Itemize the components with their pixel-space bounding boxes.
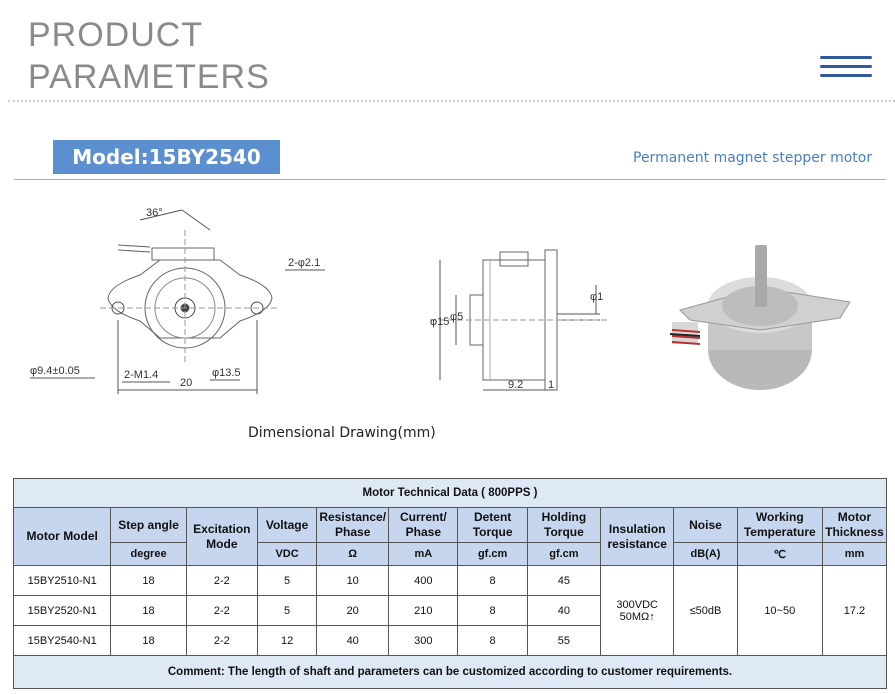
table-row: 15BY2510-N1 18 2-2 5 10 400 8 45 300VDC …: [12, 565, 888, 656]
cell-detent: 8: [457, 595, 528, 626]
cell-step: 18: [110, 625, 187, 656]
table-header-row: Motor Model Step angle Excitation Mode V…: [12, 507, 888, 566]
table-banner-row: Motor Technical Data ( 800PPS ): [13, 478, 887, 508]
cell-step: 18: [110, 595, 187, 626]
table-units-row: degree VDC Ω mA gf.cm gf.cm dB(A) ℃ mm: [14, 542, 888, 566]
side-shaft-label: φ1: [590, 291, 603, 303]
cell-excitation: 2-2: [185, 565, 258, 596]
unit-voltage: VDC: [256, 542, 318, 566]
drawing-caption: Dimensional Drawing(mm): [248, 425, 436, 441]
cell-thickness: 17.2: [821, 565, 888, 656]
cell-detent: 8: [457, 625, 528, 656]
cell-holding: 40: [526, 595, 602, 626]
section-divider: [14, 179, 886, 180]
motor-photo: [669, 245, 851, 390]
table-comment: Comment: The length of shaft and paramet…: [13, 655, 887, 689]
front-width-label: 20: [180, 377, 192, 389]
side-boss-label: φ5: [450, 311, 463, 323]
header-detent: Detent Torque: [457, 507, 528, 543]
unit-resistance: Ω: [316, 542, 390, 566]
unit-detent: gf.cm: [457, 542, 528, 566]
menu-icon[interactable]: [820, 56, 872, 78]
cell-voltage: 12: [256, 625, 318, 656]
model-label: Model:15BY2540: [53, 140, 280, 174]
insulation-line1: 300VDC: [616, 598, 658, 611]
cell-working-temp: 10~50: [736, 565, 823, 656]
header-resistance: Resistance/ Phase: [316, 507, 390, 543]
cell-model: 15BY2520-N1: [12, 595, 112, 626]
header-excitation: Excitation Mode: [185, 507, 258, 566]
cell-excitation: 2-2: [185, 595, 258, 626]
header-divider: [8, 100, 895, 102]
table-row: 15BY2520-N1 18 2-2 5 20 210 8 40: [12, 595, 887, 626]
page-title-line2: PARAMETERS: [28, 58, 270, 96]
unit-step-angle: degree: [110, 542, 187, 566]
unit-current: mA: [388, 542, 459, 566]
page-title: PRODUCT PARAMETERS: [28, 14, 270, 98]
cell-resistance: 20: [316, 595, 390, 626]
front-screws-label: 2-M1.4: [124, 369, 158, 381]
side-length-label: 9.2: [508, 379, 523, 391]
front-pcd-label: φ13.5: [212, 367, 241, 379]
cell-detent: 8: [457, 565, 528, 596]
cell-insulation: 300VDC 50MΩ↑: [600, 565, 675, 656]
side-step-label: 1: [548, 379, 554, 391]
front-mount-label: φ9.4±0.05: [30, 365, 80, 377]
unit-holding: gf.cm: [526, 542, 602, 566]
header-noise: Noise: [673, 507, 738, 543]
cell-step: 18: [110, 565, 187, 596]
cell-holding: 45: [526, 565, 602, 596]
cell-model: 15BY2540-N1: [12, 625, 112, 656]
side-view-drawing: φ15 φ5 φ1 9.2 1: [430, 249, 610, 391]
header-thickness: Motor Thickness: [821, 507, 888, 543]
header-voltage: Voltage: [256, 507, 318, 543]
front-view-drawing: 36° 2-φ2.1 φ9.4±0.05 2-M1.4 φ13.5 20: [30, 207, 325, 394]
header-step-angle: Step angle: [110, 507, 187, 543]
cell-resistance: 10: [316, 565, 390, 596]
cell-voltage: 5: [256, 595, 318, 626]
unit-working-temp: ℃: [736, 542, 823, 566]
cell-noise: ≤50dB: [673, 565, 738, 656]
model-subtitle: Permanent magnet stepper motor: [633, 150, 873, 166]
table-comment-row: Comment: The length of shaft and paramet…: [13, 655, 887, 689]
header-motor-model: Motor Model: [12, 507, 112, 566]
spec-table: Motor Technical Data ( 800PPS ) Motor Mo…: [12, 478, 888, 689]
unit-thickness: mm: [821, 542, 888, 566]
side-body-label: φ15: [430, 316, 449, 328]
table-row: 15BY2540-N1 18 2-2 12 40 300 8 55: [12, 625, 887, 656]
table-banner: Motor Technical Data ( 800PPS ): [13, 478, 887, 508]
unit-noise: dB(A): [673, 542, 738, 566]
cell-current: 210: [388, 595, 459, 626]
header-holding: Holding Torque: [526, 507, 602, 543]
cell-excitation: 2-2: [185, 625, 258, 656]
insulation-line2: 50MΩ↑: [619, 610, 655, 623]
front-holes-label: 2-φ2.1: [288, 257, 320, 269]
header-current: Current/ Phase: [388, 507, 459, 543]
cell-voltage: 5: [256, 565, 318, 596]
header-working-temp: Working Temperature: [736, 507, 823, 543]
cell-resistance: 40: [316, 625, 390, 656]
cell-current: 300: [388, 625, 459, 656]
dimensional-drawings: 36° 2-φ2.1 φ9.4±0.05 2-M1.4 φ13.5 20 φ15…: [30, 207, 851, 394]
header-insulation: Insulation resistance: [600, 507, 675, 566]
cell-model: 15BY2510-N1: [12, 565, 112, 596]
cell-current: 400: [388, 565, 459, 596]
cell-holding: 55: [526, 625, 602, 656]
front-angle-label: 36°: [146, 207, 163, 219]
page-title-line1: PRODUCT: [28, 16, 204, 54]
